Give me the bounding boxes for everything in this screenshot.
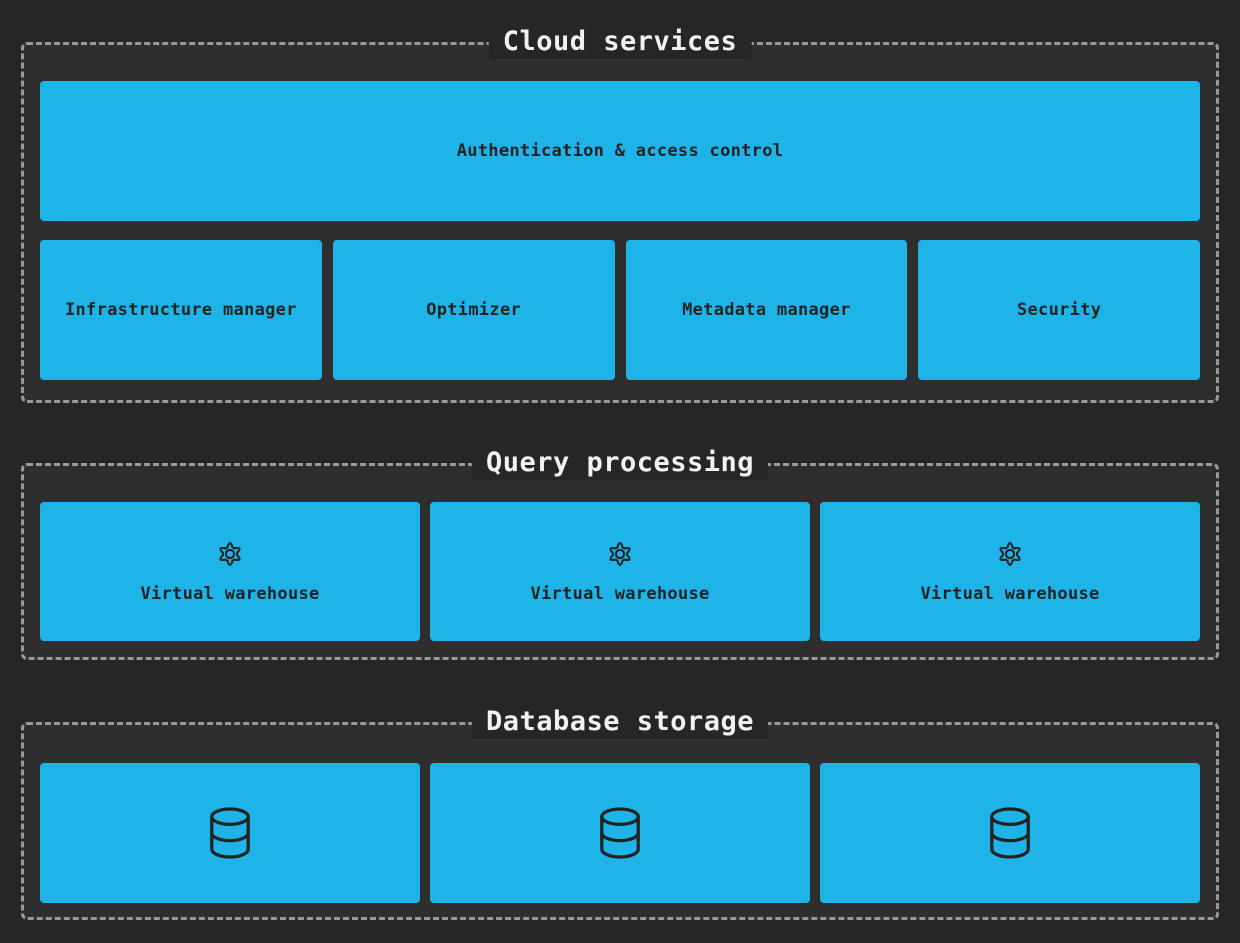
section-database-storage: Database storage <box>21 705 1219 920</box>
gear-icon <box>996 540 1024 568</box>
cloud-services-row: Infrastructure manager Optimizer Metadat… <box>40 240 1200 380</box>
box-label-authentication: Authentication & access control <box>456 141 784 161</box>
database-icon <box>597 806 643 860</box>
gear-icon <box>216 540 244 568</box>
box-virtual-warehouse: Virtual warehouse <box>430 502 810 641</box>
gear-icon <box>606 540 634 568</box>
section-title-cloud-services: Cloud services <box>488 25 752 59</box>
box-label-virtual-warehouse: Virtual warehouse <box>140 583 320 604</box>
section-title-database-storage: Database storage <box>471 705 769 739</box>
database-icon <box>987 806 1033 860</box>
box-infrastructure-manager: Infrastructure manager <box>40 240 322 380</box>
box-label-virtual-warehouse: Virtual warehouse <box>530 583 710 604</box>
box-label-infrastructure-manager: Infrastructure manager <box>64 300 297 320</box>
box-label-optimizer: Optimizer <box>426 300 522 320</box>
section-query-processing: Query processing Virtual warehouse <box>21 446 1219 660</box>
box-database <box>430 763 810 903</box>
section-title-query-processing: Query processing <box>471 446 769 480</box>
box-metadata-manager: Metadata manager <box>625 240 908 380</box>
section-cloud-services: Cloud services Authentication & access c… <box>21 25 1219 403</box>
box-database <box>40 763 420 903</box>
box-security: Security <box>918 240 1200 380</box>
box-optimizer: Optimizer <box>332 240 615 380</box>
box-label-metadata-manager: Metadata manager <box>682 300 851 320</box>
box-virtual-warehouse: Virtual warehouse <box>820 502 1200 641</box>
box-label-security: Security <box>1016 300 1102 320</box>
box-database <box>820 763 1200 903</box>
query-processing-row: Virtual warehouse Virtual warehouse <box>40 502 1200 641</box>
box-virtual-warehouse: Virtual warehouse <box>40 502 420 641</box>
box-authentication-access-control: Authentication & access control <box>40 81 1200 221</box>
database-icon <box>207 806 253 860</box>
box-label-virtual-warehouse: Virtual warehouse <box>920 583 1100 604</box>
database-storage-row <box>40 763 1200 903</box>
